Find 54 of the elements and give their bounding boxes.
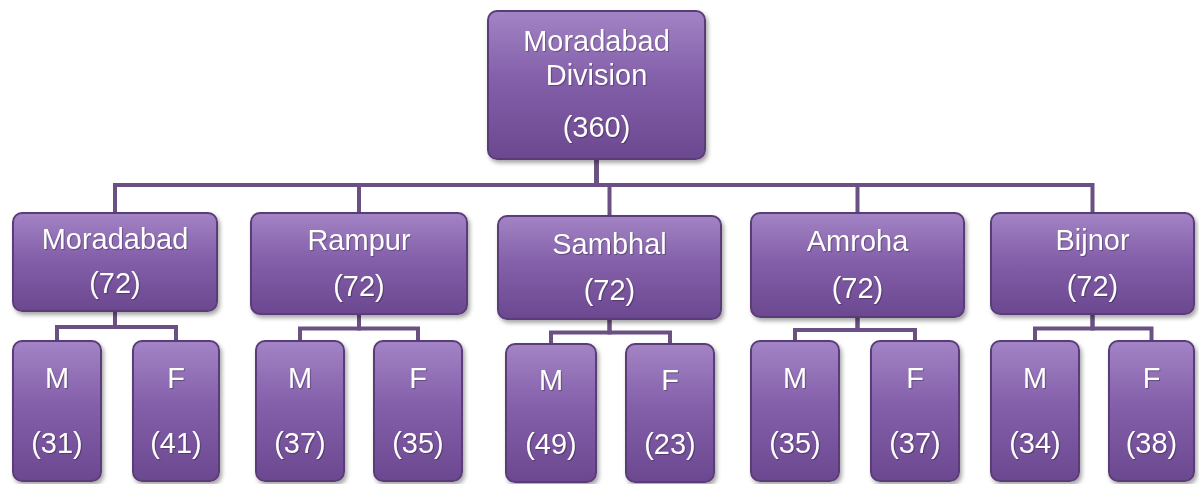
count-text: (72) [583,274,636,308]
box-title: F [661,364,679,398]
org-box [255,340,345,482]
org-box [505,343,597,483]
count-text: (72) [333,269,385,303]
box-title: M [782,361,808,396]
org-box [12,212,218,312]
count-text: (34) [1009,426,1061,461]
count-text: (37) [889,426,941,461]
box-title: Rampur [307,224,411,258]
org-box [990,212,1195,315]
connector-line [113,312,178,340]
count-text: (38) [1125,426,1178,461]
org-box [1108,340,1195,482]
connector-line [594,160,1095,212]
connector-line [607,320,672,343]
box-title: F [409,361,427,396]
box-title: Moradabad Division [522,25,671,93]
count-text: (72) [89,267,141,301]
count-text: (31) [31,426,83,461]
count-text: (23) [644,428,696,462]
connector-line [357,315,420,340]
org-box [250,212,468,315]
org-box [132,340,220,482]
org-box [870,340,960,482]
box-title: Sambhal [552,227,667,261]
box-title: M [44,361,70,396]
org-box [487,10,706,160]
box-title: Bijnor [1055,224,1130,258]
box-title: Moradabad [41,223,189,257]
org-box [750,340,840,482]
box-title: M [538,364,564,398]
box-title: M [287,361,313,396]
count-text: (41) [150,426,202,461]
count-text: (72) [1066,269,1119,303]
box-title: F [1142,361,1161,396]
box-title: F [167,361,185,396]
org-box [750,212,965,318]
org-box [625,343,715,483]
box-title: F [906,361,924,396]
org-box [497,215,722,320]
connector-line [1090,315,1154,340]
connector-line [855,318,917,340]
count-text: (360) [562,111,631,145]
box-title: Amroha [806,224,909,259]
box-title: M [1022,361,1048,396]
org-box [373,340,463,482]
count-text: (72) [831,271,884,306]
org-box [990,340,1080,482]
count-text: (35) [392,426,444,461]
count-text: (37) [274,426,326,461]
org-box [12,340,102,482]
count-text: (35) [769,426,821,461]
count-text: (49) [525,428,577,462]
